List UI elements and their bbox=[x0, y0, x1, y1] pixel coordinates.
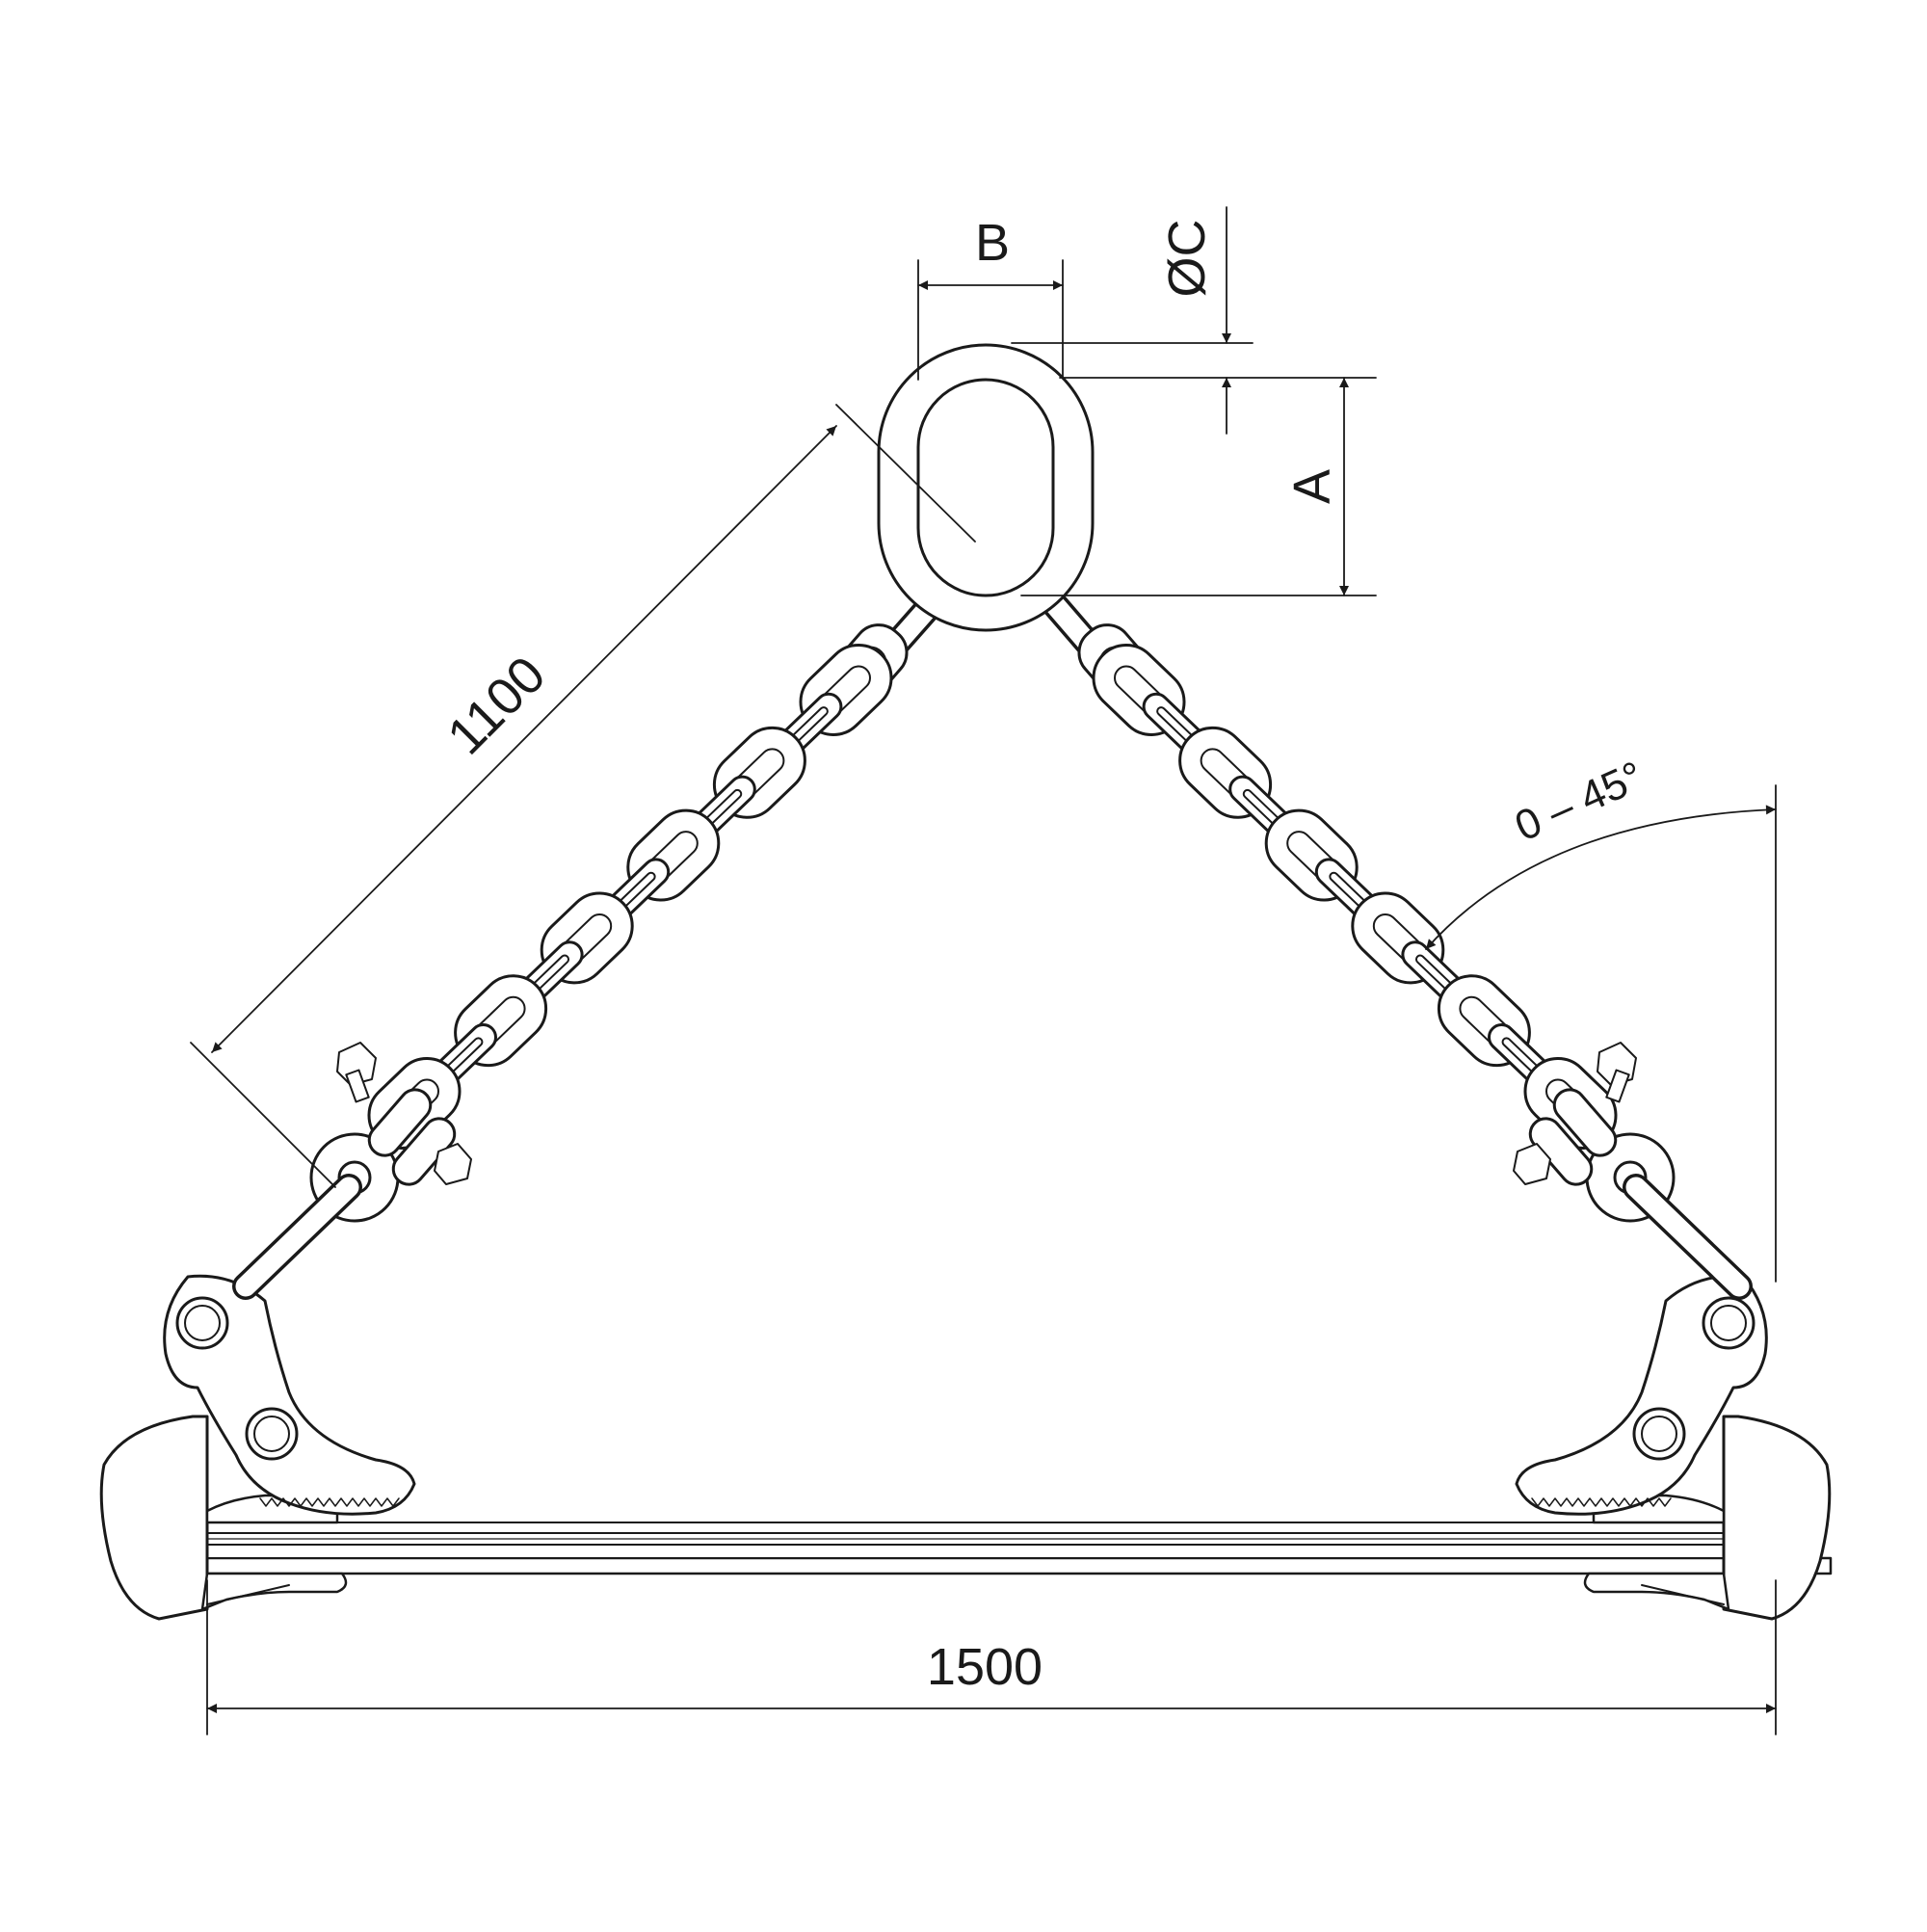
plate-clamp-left bbox=[99, 1274, 416, 1621]
plate-clamp-right bbox=[1515, 1274, 1832, 1621]
label-c: ØC bbox=[1158, 220, 1216, 298]
pivot-pin-lower-right bbox=[1632, 1407, 1686, 1461]
dimension-spread: 1500 bbox=[206, 1579, 1777, 1735]
label-b: B bbox=[975, 214, 1010, 272]
pivot-pin-upper-left bbox=[175, 1296, 229, 1350]
chain-leg-left bbox=[232, 543, 987, 1300]
master-link bbox=[877, 343, 1095, 632]
label-spread: 1500 bbox=[927, 1638, 1043, 1696]
label-a: A bbox=[1283, 469, 1341, 504]
plate-stack bbox=[138, 1522, 1833, 1575]
dimension-c: ØC bbox=[1011, 206, 1377, 435]
pivot-pin-upper-right bbox=[1702, 1296, 1755, 1350]
dimension-chain-length: 1100 bbox=[190, 404, 976, 1188]
dimension-a: A bbox=[1020, 377, 1377, 596]
chain-leg-right bbox=[1000, 543, 1753, 1300]
dimension-b: B bbox=[917, 214, 1064, 381]
label-angle: 0 – 45° bbox=[1508, 753, 1650, 851]
pivot-pin-lower-left bbox=[245, 1407, 299, 1461]
label-chain-length: 1100 bbox=[436, 646, 557, 766]
